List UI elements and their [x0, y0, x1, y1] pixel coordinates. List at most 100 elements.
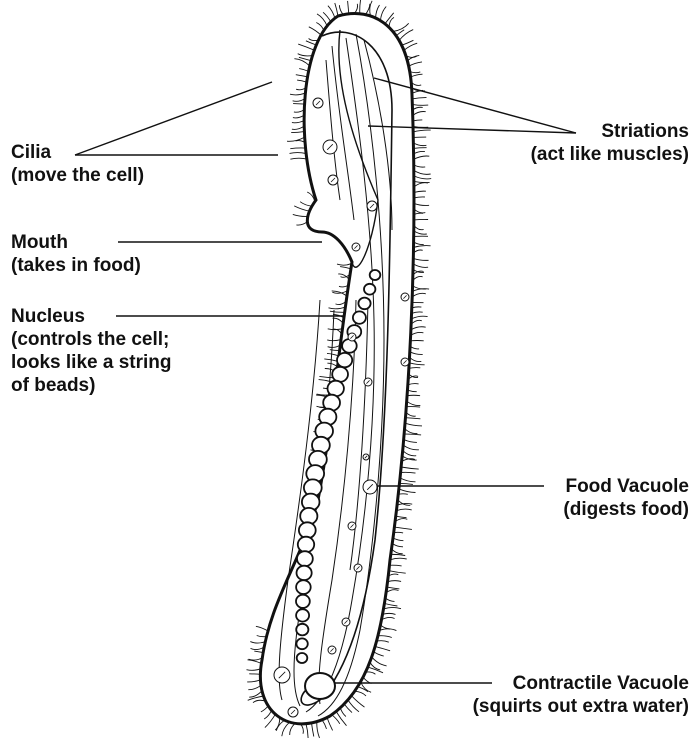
- cilium: [414, 203, 429, 205]
- cilium: [399, 30, 413, 41]
- cilium: [379, 629, 396, 631]
- contractile-vacuole: [305, 673, 335, 699]
- cilium: [377, 641, 389, 643]
- cilium: [327, 363, 337, 367]
- cilium: [328, 6, 335, 19]
- cilium: [414, 183, 428, 187]
- cilium: [335, 3, 338, 16]
- cilium: [265, 714, 276, 727]
- cilium: [389, 17, 394, 27]
- cilium: [409, 363, 424, 365]
- cilium: [352, 696, 365, 707]
- cilium: [282, 722, 290, 736]
- cilium: [387, 587, 400, 589]
- cilium: [393, 23, 409, 31]
- cilium: [414, 191, 426, 192]
- cilium: [247, 669, 261, 671]
- cilium: [296, 75, 308, 77]
- cilium: [400, 478, 416, 482]
- cilium: [406, 412, 416, 416]
- cilium: [414, 209, 425, 213]
- cilium: [306, 724, 308, 738]
- cilium: [409, 62, 422, 66]
- cilium: [411, 332, 424, 335]
- cilium: [413, 107, 423, 110]
- cilium: [290, 723, 295, 735]
- cilium: [405, 423, 422, 426]
- label-food-vacuole: Food Vacuole (digests food): [563, 475, 689, 521]
- nucleus-bead: [358, 298, 370, 310]
- cilium: [414, 231, 427, 234]
- cilium: [327, 353, 339, 356]
- cilium: [414, 197, 425, 198]
- cilium: [340, 708, 346, 717]
- food-vacuole-desc: (digests food): [563, 498, 689, 521]
- cilium: [411, 327, 426, 330]
- cilia-title: Cilia: [11, 141, 144, 164]
- cilium: [413, 111, 426, 115]
- cilium: [250, 642, 265, 643]
- cilium: [396, 516, 407, 518]
- nucleus-bead: [296, 624, 308, 636]
- nucleus-bead: [370, 270, 381, 280]
- cilium: [413, 130, 431, 132]
- cilium: [376, 5, 380, 18]
- cilium: [358, 687, 368, 692]
- cilium: [370, 1, 372, 16]
- nucleus-bead: [297, 653, 308, 663]
- cilium: [394, 527, 412, 529]
- label-striations: Striations (act like muscles): [531, 120, 689, 166]
- cilium: [306, 41, 316, 45]
- cilium: [294, 206, 309, 211]
- cilium: [410, 357, 422, 361]
- striations-title: Striations: [531, 120, 689, 143]
- cilium: [375, 646, 390, 650]
- cilium: [410, 352, 423, 355]
- cilium: [414, 148, 427, 149]
- cilium: [290, 153, 307, 154]
- nucleus-bead: [332, 367, 348, 382]
- cilium: [414, 170, 431, 174]
- cilium: [251, 647, 265, 649]
- cilium: [330, 311, 345, 312]
- cilium: [403, 451, 417, 456]
- cilium: [392, 544, 403, 547]
- cilium: [390, 565, 402, 566]
- cilium: [327, 340, 341, 341]
- cilium: [386, 590, 398, 593]
- cilia-desc: (move the cell): [11, 164, 144, 187]
- food-vacuole-title: Food Vacuole: [563, 475, 689, 498]
- cilium: [337, 263, 352, 265]
- nucleus-bead: [297, 566, 312, 580]
- cilium: [317, 722, 320, 738]
- nucleus-desc-2: looks like a string: [11, 351, 172, 374]
- cilium: [340, 267, 351, 269]
- cilium: [403, 445, 419, 450]
- cilium: [383, 613, 396, 614]
- cilium: [406, 407, 420, 408]
- cilium: [401, 472, 416, 473]
- cilium: [293, 214, 308, 216]
- label-nucleus: Nucleus (controls the cell; looks like a…: [11, 305, 172, 397]
- cilium: [292, 126, 304, 129]
- cilium: [316, 23, 324, 31]
- cilium: [404, 434, 421, 435]
- cilium: [360, 0, 361, 14]
- nucleus-bead: [353, 311, 366, 323]
- cilium: [392, 549, 403, 554]
- cilium: [338, 274, 349, 280]
- cilium: [411, 74, 423, 77]
- cilium: [291, 132, 304, 133]
- cilium: [412, 312, 423, 313]
- cilium: [384, 607, 401, 609]
- cilium: [298, 54, 313, 56]
- nucleus-bead: [342, 339, 357, 353]
- cilium: [413, 264, 428, 267]
- cilium: [407, 401, 421, 405]
- cilium: [378, 636, 392, 638]
- cilium: [293, 115, 304, 118]
- label-contractile-vacuole: Contractile Vacuole (squirts out extra w…: [473, 672, 689, 718]
- cilium: [264, 710, 271, 719]
- cilium: [405, 429, 418, 434]
